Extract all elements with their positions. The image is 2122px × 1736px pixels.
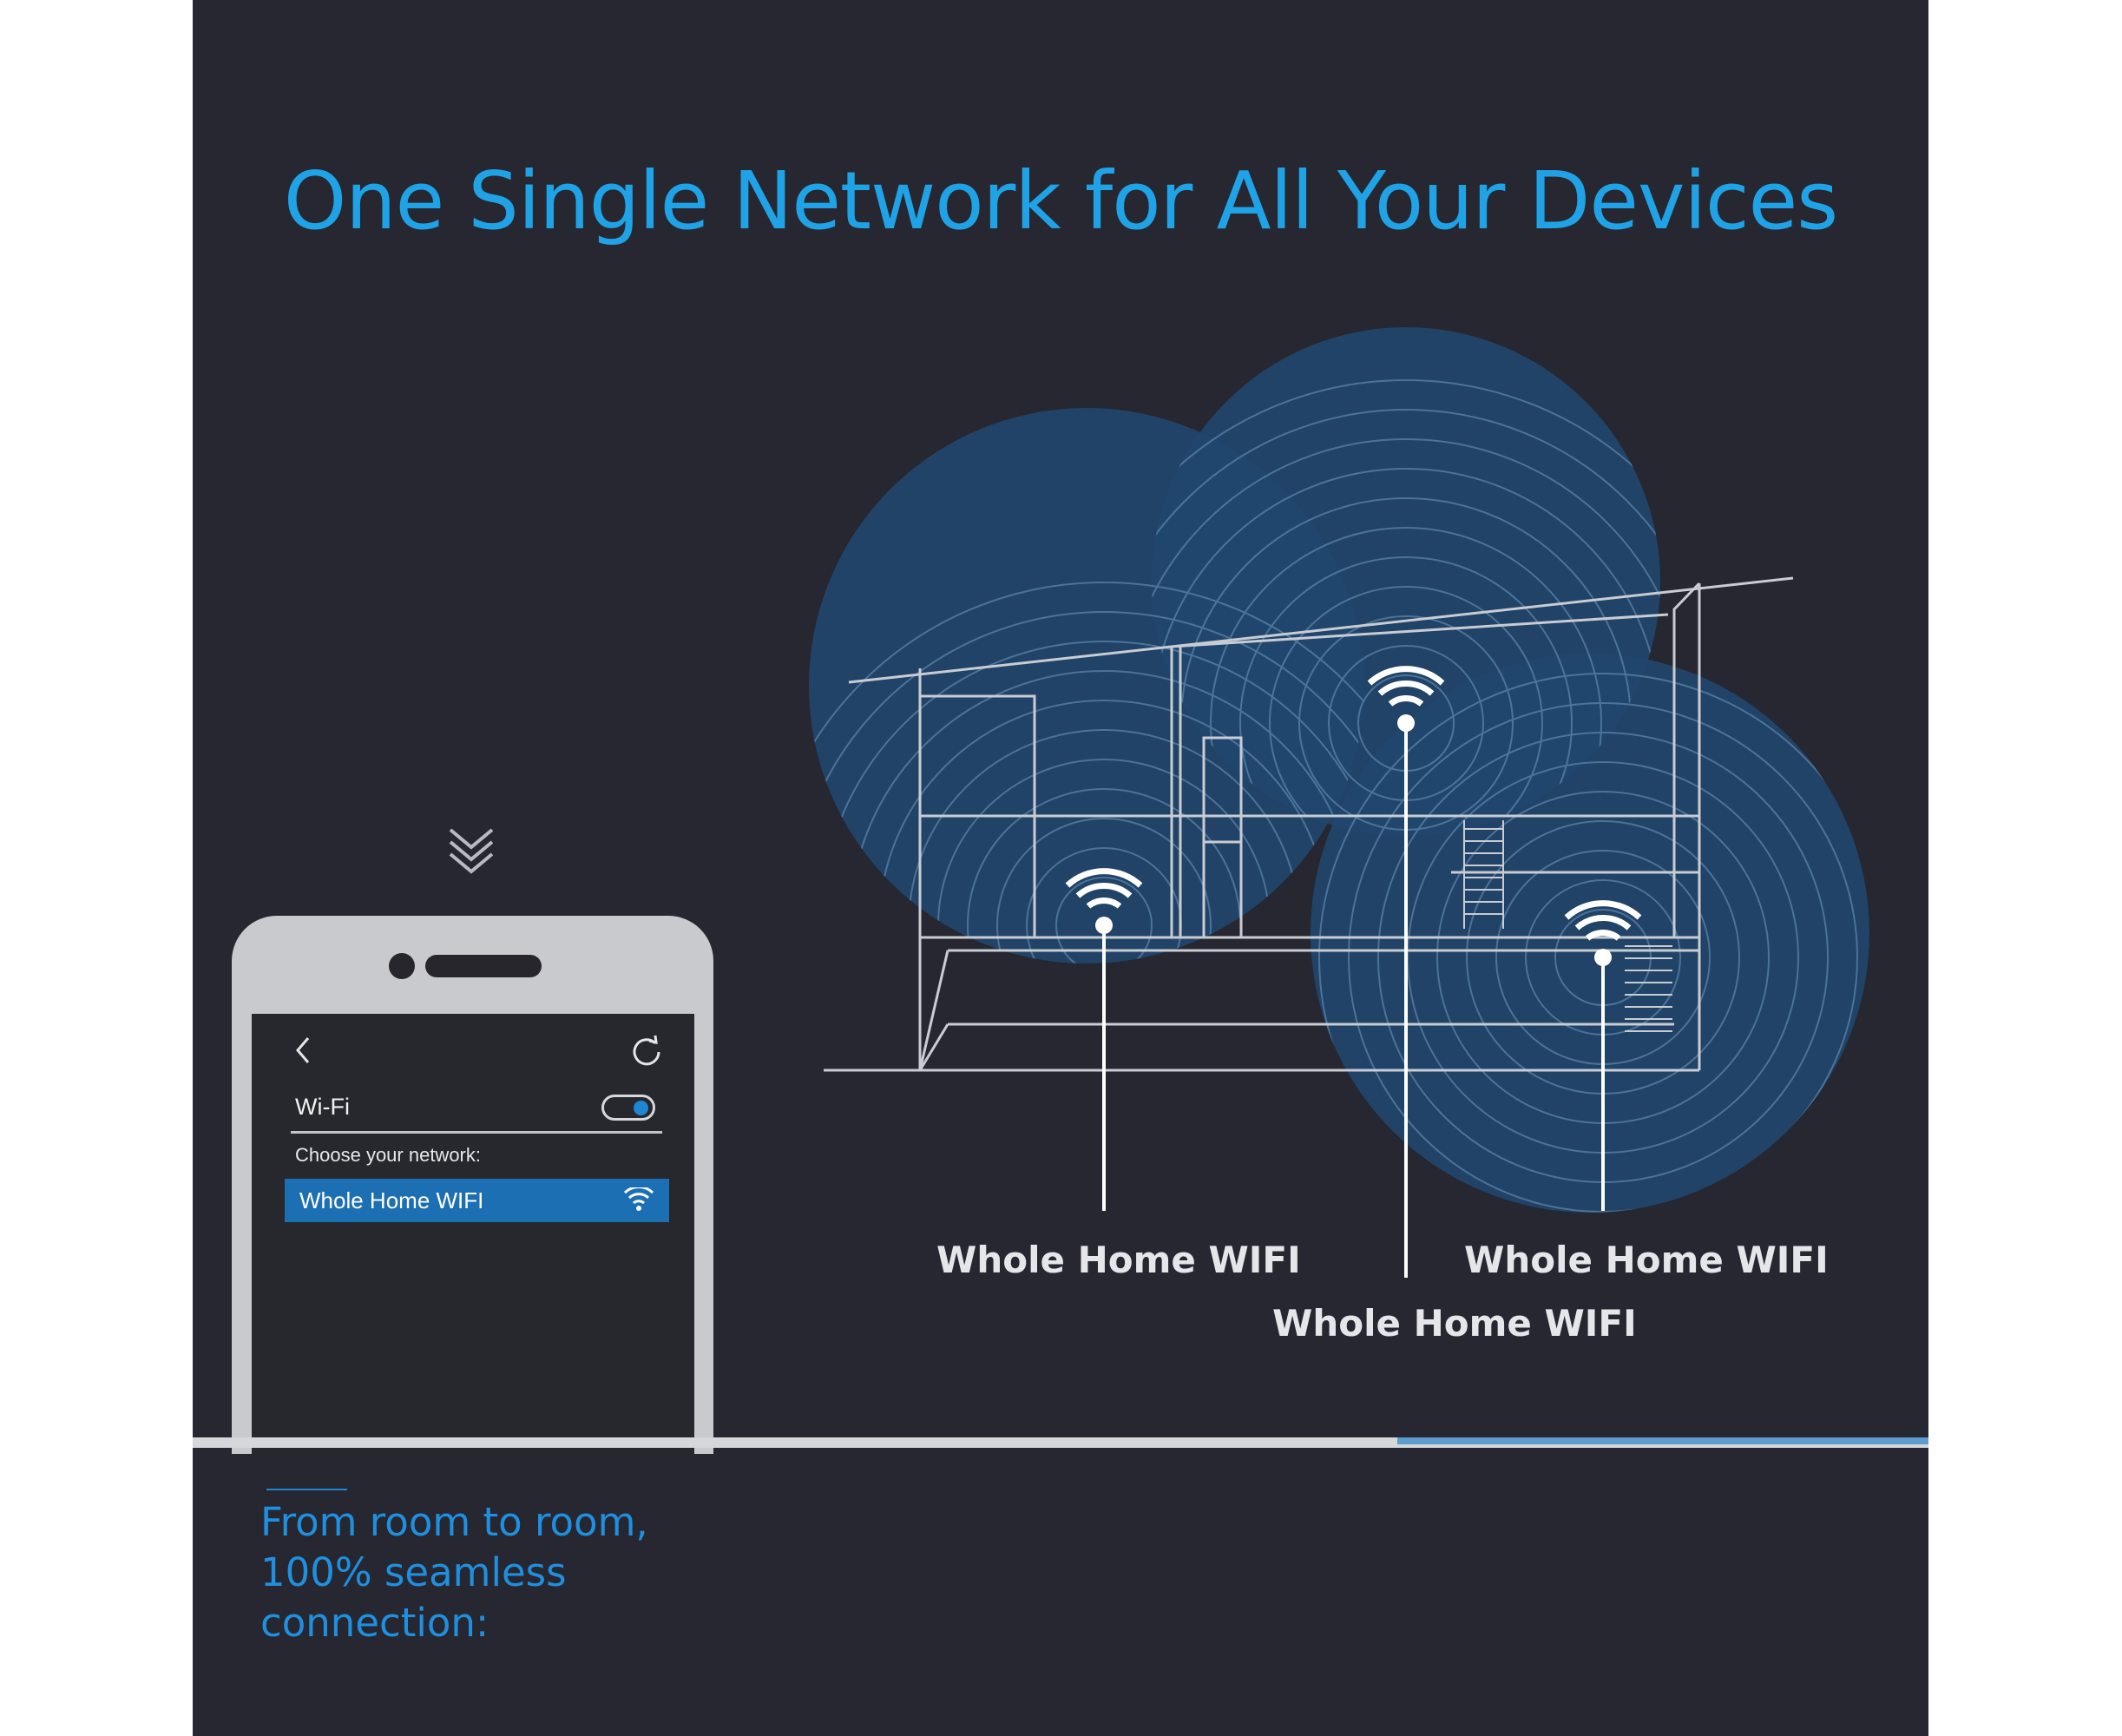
toggle-knob xyxy=(634,1101,648,1115)
signal-ring xyxy=(996,818,1212,963)
chevron-left-icon[interactable] xyxy=(291,1033,317,1068)
signal-ring xyxy=(1348,702,1858,1213)
network-name: Whole Home WIFI xyxy=(299,1187,484,1213)
signal-ring xyxy=(1152,409,1660,836)
caption-line: connection: xyxy=(260,1600,489,1646)
phone-camera xyxy=(389,953,415,979)
signal-ring xyxy=(1210,527,1602,836)
signal-ring xyxy=(1152,379,1660,836)
access-point-2 xyxy=(1367,666,1445,732)
access-point-3 xyxy=(1564,900,1642,966)
choose-network-label: Choose your network: xyxy=(295,1144,481,1166)
house-outline xyxy=(824,576,1794,1072)
signal-ring xyxy=(1055,877,1153,963)
chevron-down-icon xyxy=(449,828,494,874)
signal-ring xyxy=(809,611,1364,963)
access-point-label: Whole Home WIFI xyxy=(936,1239,1301,1281)
wifi-icon xyxy=(1065,868,1143,934)
access-point-label: Whole Home WIFI xyxy=(1272,1302,1637,1345)
phone-screen: Wi-Fi Choose your network: Whole Home WI… xyxy=(252,1014,694,1457)
wifi-icon xyxy=(624,1187,654,1211)
signal-ring xyxy=(1152,468,1660,836)
signal-ring xyxy=(1239,556,1573,836)
coverage-zones xyxy=(809,327,1869,1213)
main-panel: One Single Network for All Your Devices xyxy=(193,0,1928,1736)
network-item-whole-home-wifi[interactable]: Whole Home WIFI xyxy=(285,1179,669,1222)
caption-accent-bar xyxy=(266,1489,347,1490)
floor-accent xyxy=(1397,1437,1928,1444)
coverage-illustration xyxy=(809,327,1869,1278)
signal-ring xyxy=(1269,586,1543,836)
access-point-1 xyxy=(1065,868,1143,934)
phone-speaker xyxy=(425,955,542,977)
caption-line: 100% seamless xyxy=(260,1549,567,1595)
access-point-label: Whole Home WIFI xyxy=(1464,1239,1829,1281)
wifi-icon xyxy=(1367,666,1445,732)
signal-ring xyxy=(1152,438,1660,836)
caption-line: From room to room, xyxy=(260,1499,648,1545)
divider xyxy=(291,1131,662,1134)
signal-ring xyxy=(809,582,1364,963)
signal-ring xyxy=(1318,673,1869,1213)
page-title: One Single Network for All Your Devices xyxy=(283,155,1838,247)
wifi-toggle[interactable] xyxy=(601,1095,655,1121)
wifi-icon xyxy=(1564,900,1642,966)
wifi-label: Wi-Fi xyxy=(295,1094,350,1120)
smartphone: Wi-Fi Choose your network: Whole Home WI… xyxy=(232,916,713,1457)
access-point-lines xyxy=(1102,723,1605,1278)
refresh-icon[interactable] xyxy=(629,1033,664,1068)
